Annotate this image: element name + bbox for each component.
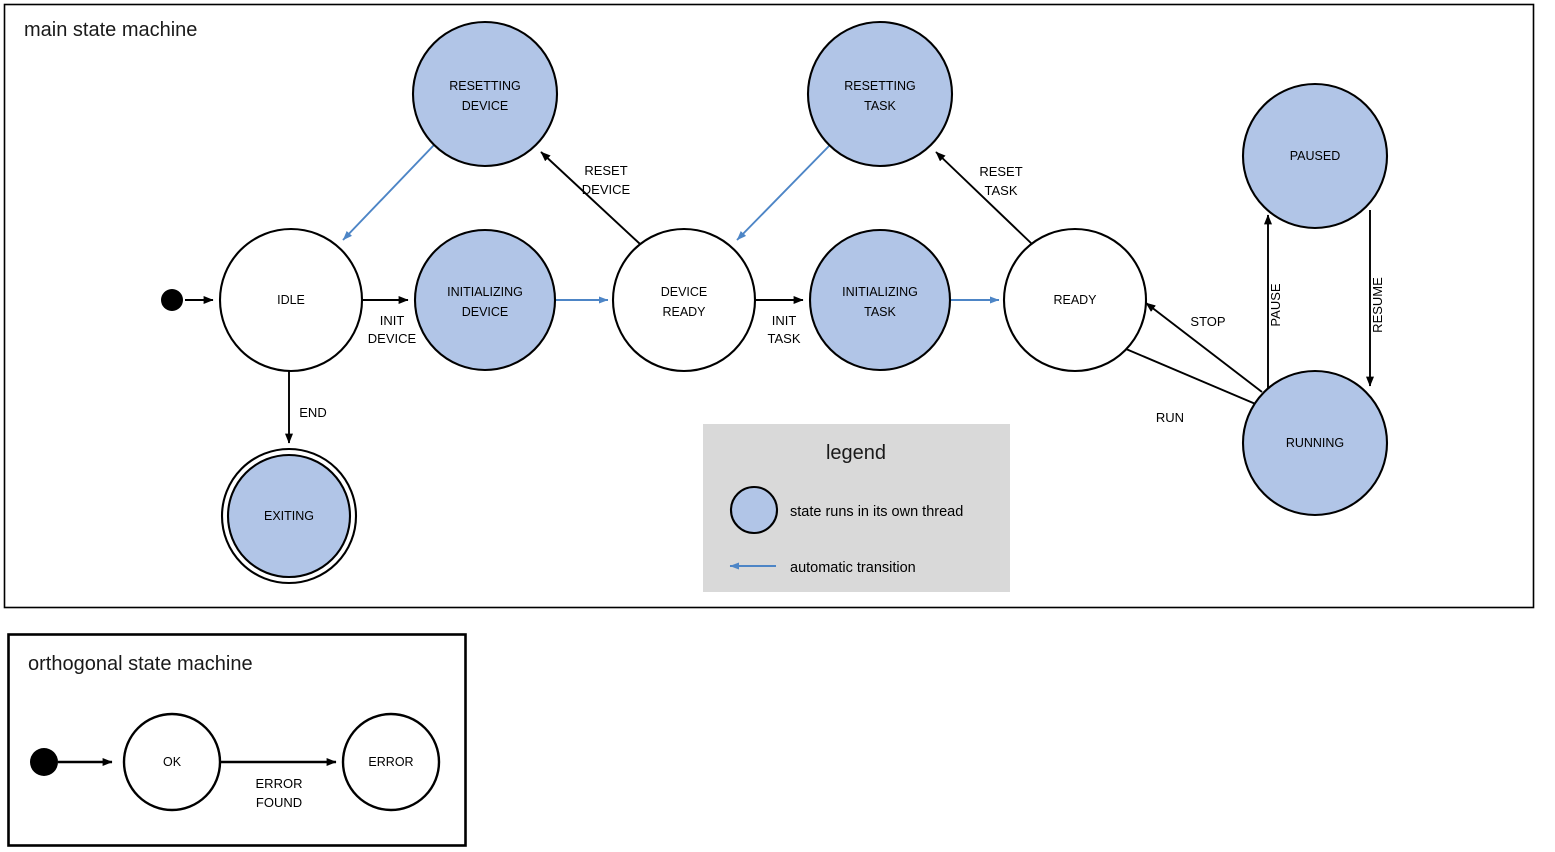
edge-label-error-found-line2: FOUND [256, 795, 302, 810]
state-paused-label: PAUSED [1290, 149, 1340, 163]
state-device-ready-label-line2: READY [662, 305, 706, 319]
legend-entry-thread-state-text: state runs in its own thread [790, 504, 963, 520]
legend-entry-auto-transition-text: automatic transition [790, 560, 916, 576]
state-resetting-device-label-line1: RESETTING [449, 79, 521, 93]
orthogonal-state-error-label: ERROR [368, 755, 413, 769]
legend-title: legend [826, 442, 886, 464]
edge-resetting-device-to-idle [342, 144, 435, 241]
state-exiting-circle [226, 453, 352, 579]
orthogonal-state-error[interactable]: ERROR [341, 712, 441, 812]
state-resetting-device[interactable]: RESETTING DEVICE [411, 20, 559, 168]
state-initializing-device-circle [413, 228, 557, 372]
orthogonal-state-ok-circle [122, 712, 222, 812]
main-frame-title: main state machine [24, 19, 197, 41]
state-resetting-task-circle [806, 20, 954, 168]
state-idle[interactable]: IDLE [218, 227, 364, 373]
orthogonal-state-ok-label: OK [163, 755, 182, 769]
edge-ready-to-running [1125, 348, 1266, 409]
state-initial-dot[interactable] [161, 289, 183, 311]
state-idle-label: IDLE [277, 293, 305, 307]
orthogonal-state-error-circle [341, 712, 441, 812]
state-ready-circle [1002, 227, 1148, 373]
edge-label-reset-device-line1: RESET [584, 163, 627, 178]
state-ready[interactable]: READY [1002, 227, 1148, 373]
orthogonal-frame-title: orthogonal state machine [28, 653, 253, 675]
legend-thread-state-swatch-icon [729, 485, 779, 535]
state-ready-label: READY [1053, 293, 1097, 307]
edge-label-run: RUN [1156, 410, 1184, 425]
state-device-ready[interactable]: DEVICE READY [611, 227, 757, 373]
state-idle-circle [218, 227, 364, 373]
state-resetting-device-circle [411, 20, 559, 168]
state-resetting-device-label-line2: DEVICE [462, 99, 509, 113]
edge-ready-to-resetting-task [935, 151, 1033, 245]
state-device-ready-label-line1: DEVICE [661, 285, 708, 299]
state-initializing-task-circle [808, 228, 952, 372]
edge-label-reset-device-line2: DEVICE [582, 182, 631, 197]
state-device-ready-circle [611, 227, 757, 373]
state-resetting-task-label-line1: RESETTING [844, 79, 916, 93]
state-paused[interactable]: PAUSED [1241, 82, 1389, 230]
state-running-circle [1241, 369, 1389, 517]
state-initializing-device-label-line1: INITIALIZING [447, 285, 523, 299]
edge-label-reset-task-line2: TASK [985, 183, 1018, 198]
state-initializing-device[interactable]: INITIALIZING DEVICE [413, 228, 557, 372]
state-initializing-task-label-line2: TASK [864, 305, 896, 319]
orthogonal-state-ok[interactable]: OK [122, 712, 222, 812]
state-exiting-label: EXITING [264, 509, 314, 523]
state-initializing-task[interactable]: INITIALIZING TASK [808, 228, 952, 372]
state-resetting-task-label-line2: TASK [864, 99, 896, 113]
edge-running-to-ready [1145, 302, 1263, 393]
edge-label-init-device-line2: DEVICE [368, 331, 417, 346]
edge-label-init-task-line2: TASK [768, 331, 801, 346]
edge-resetting-task-to-device-ready [736, 145, 830, 241]
orthogonal-state-initial-dot[interactable] [30, 748, 58, 776]
legend: legend state runs in its own thread auto… [703, 424, 1010, 592]
edge-label-error-found-line1: ERROR [256, 776, 303, 791]
edge-device-ready-to-resetting-device [540, 151, 641, 245]
state-paused-circle [1241, 82, 1389, 230]
state-exiting[interactable]: EXITING [220, 447, 358, 585]
edge-label-init-device-line1: INIT [380, 313, 405, 328]
state-initializing-task-label-line1: INITIALIZING [842, 285, 918, 299]
edge-label-stop: STOP [1190, 314, 1225, 329]
orthogonal-state-machine: orthogonal state machine ERROR FOUND OK … [7, 633, 467, 847]
state-running-label: RUNNING [1286, 436, 1344, 450]
edge-label-reset-task-line1: RESET [979, 164, 1022, 179]
state-running[interactable]: RUNNING [1241, 369, 1389, 517]
edge-label-pause: PAUSE [1268, 283, 1283, 326]
edge-label-resume: RESUME [1370, 277, 1385, 333]
edge-label-end: END [299, 405, 326, 420]
edge-label-init-task-line1: INIT [772, 313, 797, 328]
state-resetting-task[interactable]: RESETTING TASK [806, 20, 954, 168]
state-initializing-device-label-line2: DEVICE [462, 305, 509, 319]
